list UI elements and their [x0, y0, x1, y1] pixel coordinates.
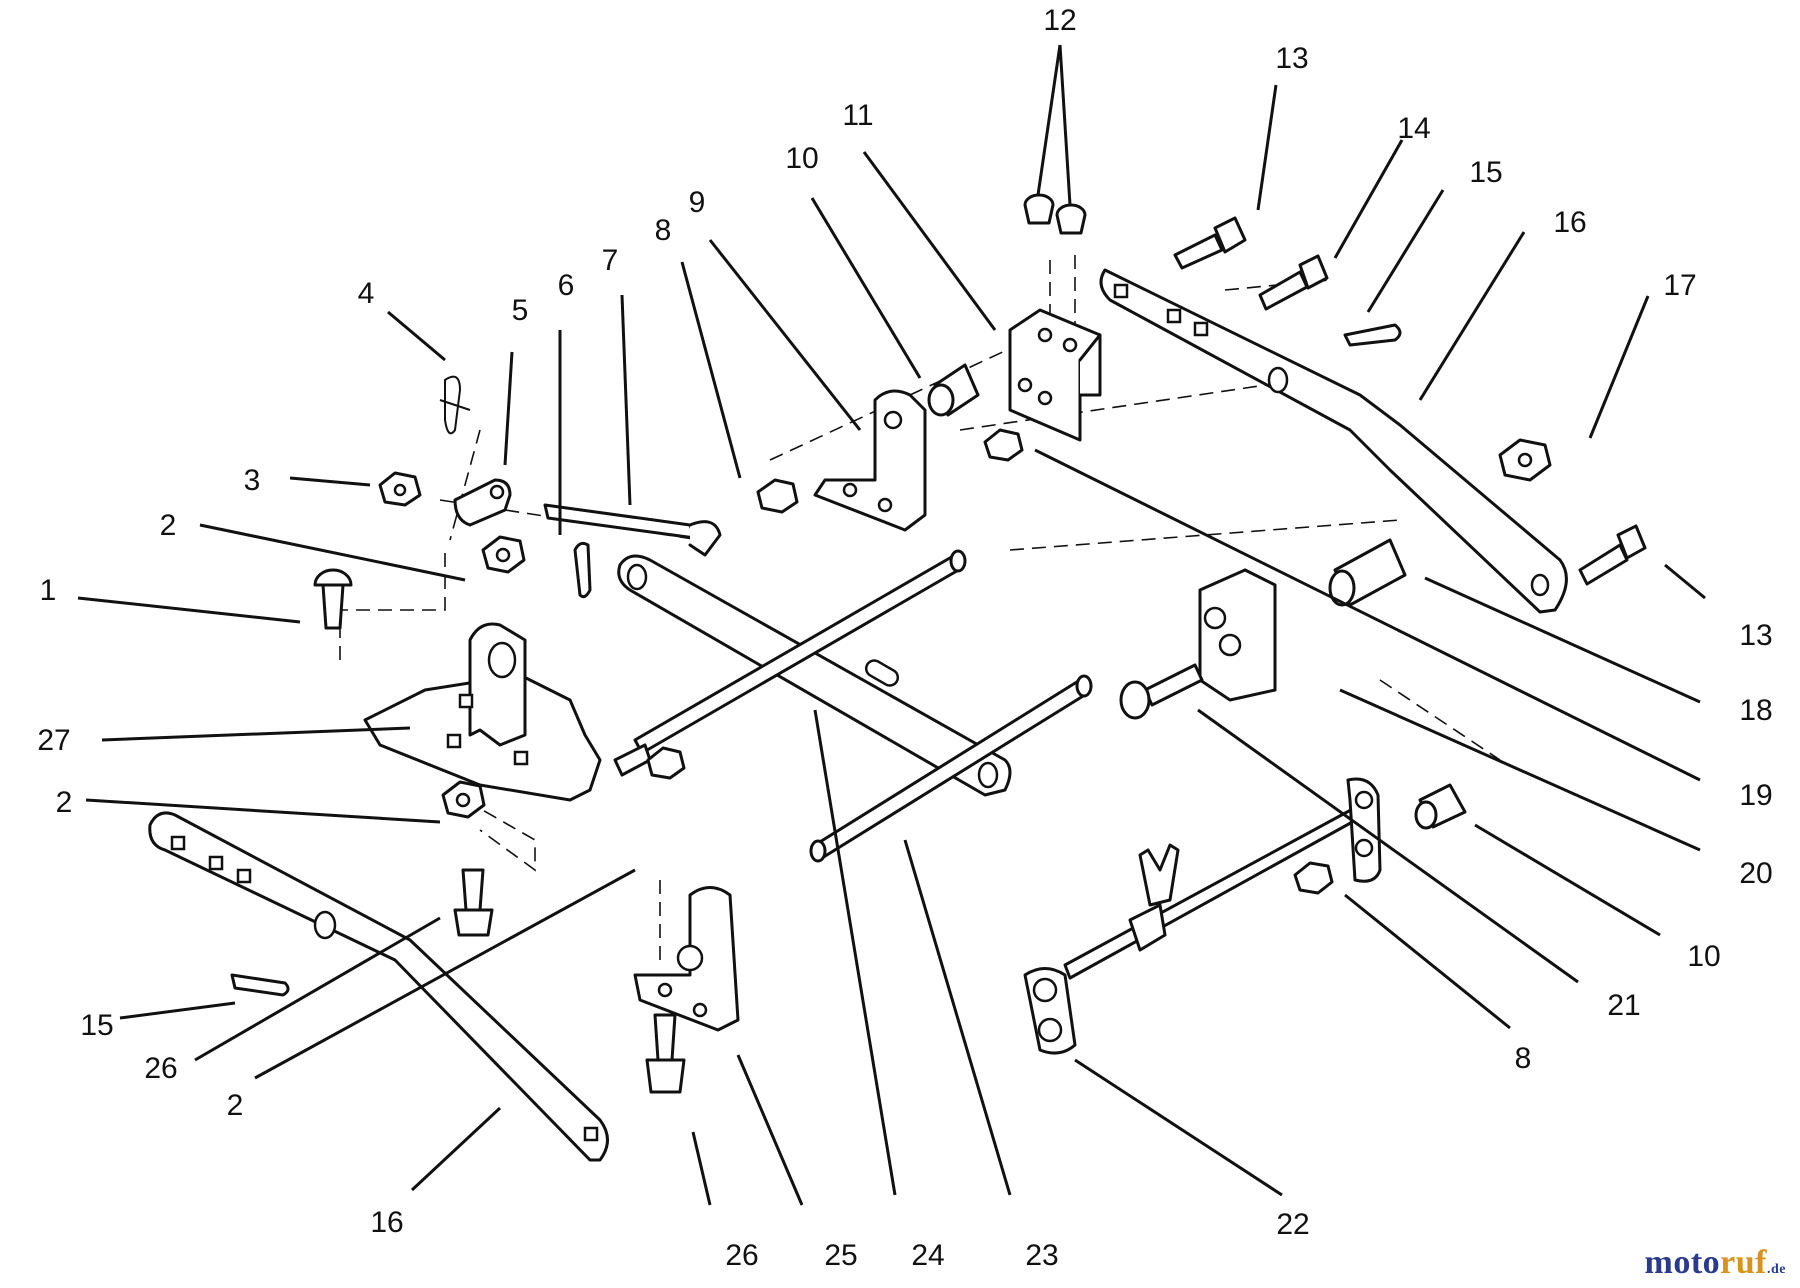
part-4-clip	[439, 375, 471, 435]
part-24-arm	[617, 554, 1012, 797]
callout-26: 26	[144, 1052, 177, 1085]
part-23-rod	[809, 674, 1093, 863]
part-2-nut-right	[646, 746, 686, 780]
part-16-lower-arm	[148, 811, 609, 1162]
watermark-text-a: moto	[1644, 1244, 1721, 1281]
callout-9: 9	[689, 186, 706, 219]
part-7-rod	[543, 503, 722, 557]
callout-labels: 1 2 2 2 3 4 5 6 7 8 8 9 10 10 11 12 13 1…	[37, 4, 1772, 1272]
part-2-nut-top	[481, 535, 526, 574]
callout-13: 13	[1275, 42, 1308, 75]
part-2-nut-bottom	[441, 780, 486, 819]
part-20-block	[1198, 568, 1277, 702]
callout-20: 20	[1739, 857, 1772, 890]
part-22-shaft	[1023, 777, 1382, 1055]
part-6-cotter-pin	[573, 541, 592, 599]
callout-25: 25	[824, 1239, 857, 1272]
callout-6: 6	[558, 269, 575, 302]
leader-lines	[77, 44, 1706, 1206]
callout-2: 2	[227, 1089, 244, 1122]
part-9-bracket	[813, 389, 927, 532]
watermark-logo: motoruf.de	[1645, 1244, 1786, 1282]
callout-2: 2	[160, 509, 177, 542]
callout-5: 5	[512, 294, 529, 327]
callout-10: 10	[1687, 940, 1720, 973]
part-10-spacer-top	[927, 363, 980, 417]
part-27-plate	[363, 622, 602, 802]
part-8-nut-right	[1293, 861, 1334, 895]
callout-7: 7	[602, 244, 619, 277]
watermark-suffix: .de	[1767, 1262, 1786, 1277]
part-14-bolt	[1258, 254, 1329, 311]
part-26-bolt-bottom	[645, 1013, 686, 1094]
callout-11: 11	[842, 99, 873, 132]
part-11-bracket	[1008, 308, 1102, 442]
part-3-nut	[378, 471, 422, 507]
callout-16: 16	[370, 1206, 403, 1239]
part-15-pin-bottom	[230, 973, 290, 997]
part-26-bolt-left	[453, 868, 494, 937]
callout-14: 14	[1397, 112, 1430, 145]
callout-26: 26	[725, 1239, 758, 1272]
callout-13: 13	[1739, 619, 1772, 652]
assembly-lines	[339, 255, 1501, 965]
callout-21: 21	[1607, 989, 1640, 1022]
part-13-bolt-right	[1578, 524, 1647, 586]
part-18-spacer	[1328, 538, 1407, 607]
callout-15: 15	[1469, 156, 1502, 189]
watermark-text-b: ruf	[1720, 1244, 1767, 1281]
callout-22: 22	[1276, 1208, 1309, 1241]
callout-15: 15	[80, 1009, 113, 1042]
callout-8: 8	[1515, 1042, 1532, 1075]
part-19-nut	[983, 428, 1024, 462]
part-17-nut	[1498, 438, 1552, 482]
callout-8: 8	[655, 214, 672, 247]
callout-10: 10	[785, 142, 818, 175]
part-5-pivot	[453, 478, 512, 527]
callout-1: 1	[40, 574, 57, 607]
part-15-pin-top	[1343, 323, 1402, 347]
callout-4: 4	[358, 277, 375, 310]
callout-16: 16	[1553, 206, 1586, 239]
part-10-spacer-right	[1414, 783, 1467, 830]
part-16-upper-arm	[1099, 268, 1568, 614]
callout-19: 19	[1739, 779, 1772, 812]
callout-18: 18	[1739, 694, 1772, 727]
callout-3: 3	[244, 464, 261, 497]
part-1-bolt	[313, 568, 353, 630]
callout-24: 24	[911, 1239, 944, 1272]
callout-23: 23	[1025, 1239, 1058, 1272]
part-8-nut-top	[756, 478, 799, 514]
part-12-screws	[1023, 193, 1087, 235]
callout-27: 27	[37, 724, 70, 757]
part-25-bracket	[633, 886, 740, 1032]
callout-2: 2	[56, 786, 73, 819]
callout-17: 17	[1663, 269, 1696, 302]
part-21-bolt	[1119, 663, 1204, 720]
part-13-bolt-top	[1173, 216, 1247, 270]
callout-12: 12	[1043, 4, 1076, 37]
